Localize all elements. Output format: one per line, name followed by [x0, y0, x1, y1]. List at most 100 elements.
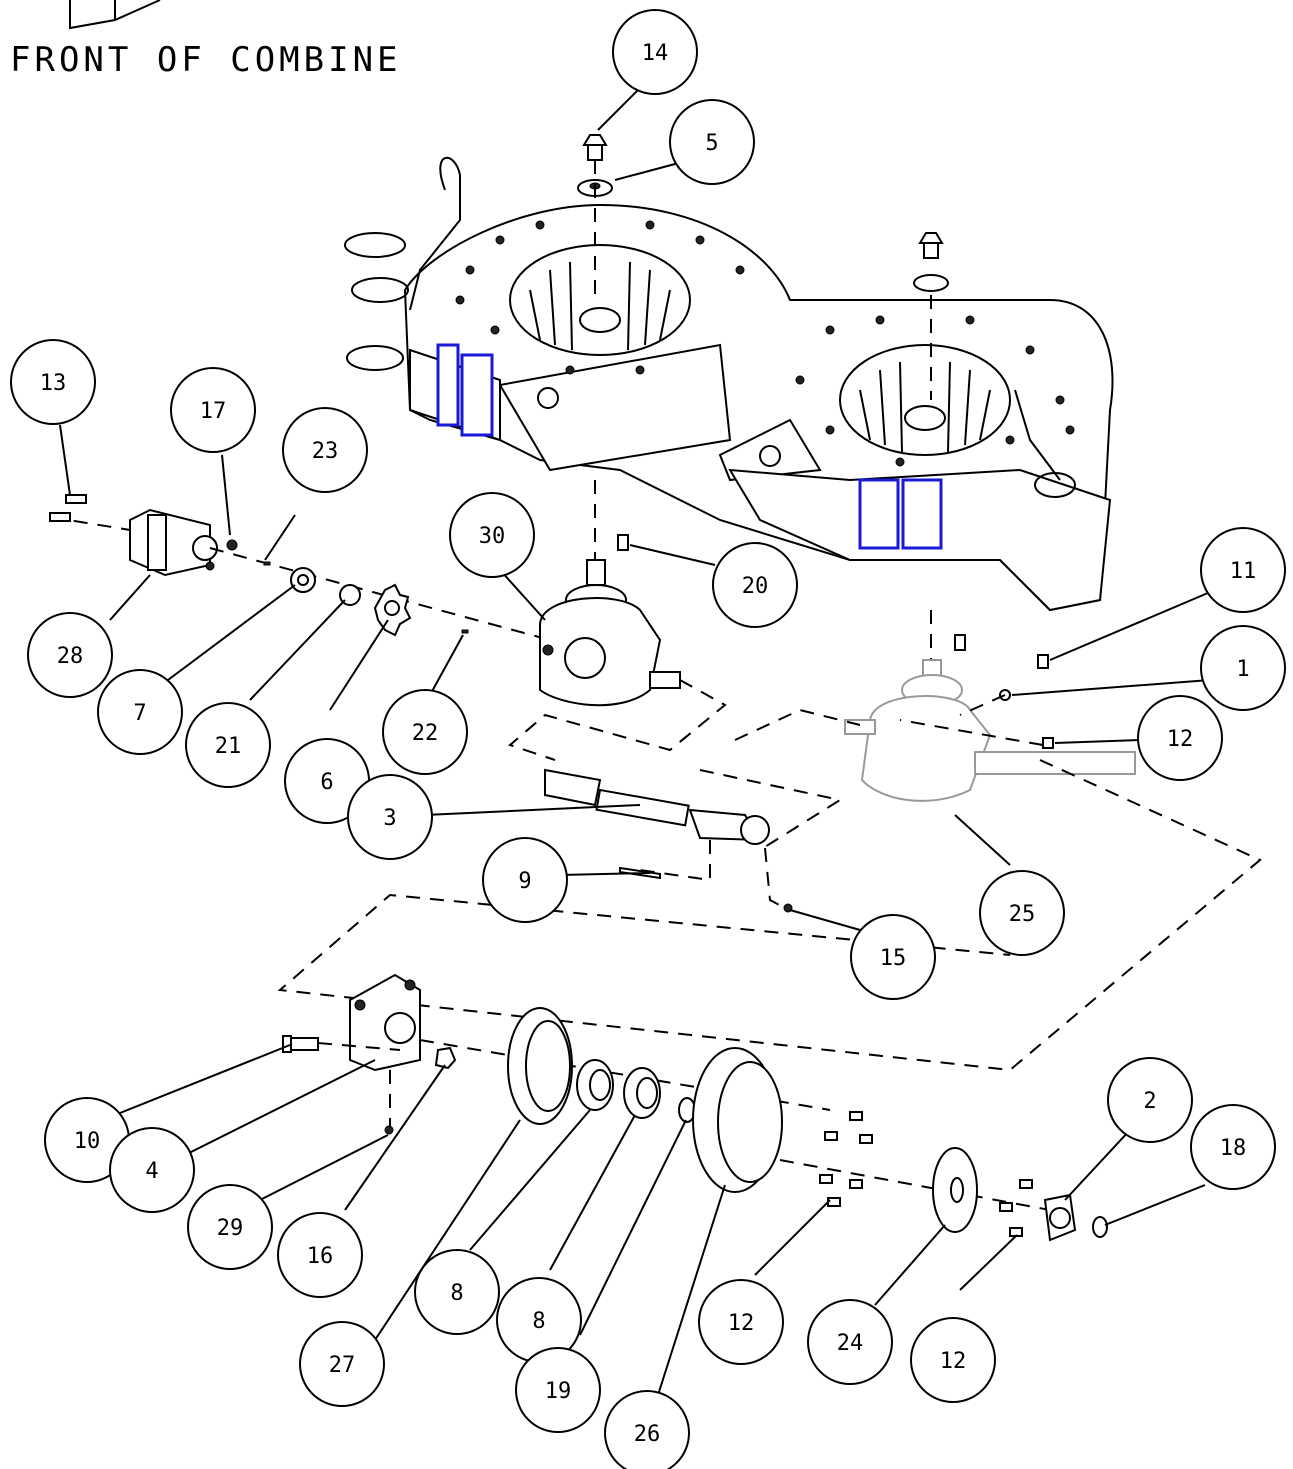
- top-bolt-left: [582, 134, 608, 161]
- callout-number: 19: [545, 1379, 572, 1404]
- callout-9: 9: [482, 837, 568, 923]
- bearing-flange-4: [349, 973, 421, 1072]
- hub-cap-2: [1043, 1193, 1077, 1242]
- callout-circle: [612, 9, 698, 95]
- callout-14: 14: [612, 9, 698, 95]
- rotor-blades-right: [859, 361, 991, 453]
- callout-circle: [1107, 1057, 1193, 1143]
- callout-circle: [277, 1212, 363, 1298]
- callout-circle: [10, 339, 96, 425]
- plate-24: [932, 1147, 978, 1233]
- callout-circle: [669, 99, 755, 185]
- callout-number: 9: [518, 869, 531, 894]
- callout-28: 28: [27, 612, 113, 698]
- rotor-blades-left: [529, 261, 671, 351]
- callout-circle: [1190, 1104, 1276, 1190]
- callout-number: 20: [742, 574, 769, 599]
- callout-4: 4: [109, 1127, 195, 1213]
- callout-number: 12: [1167, 727, 1194, 752]
- callout-7: 7: [97, 669, 183, 755]
- callout-circle: [382, 689, 468, 775]
- pulley-26: [692, 1047, 783, 1193]
- front-of-combine-label: FRONT OF COMBINE: [10, 40, 402, 80]
- callout-circle: [97, 669, 183, 755]
- callout-bubbles: 1451317233020111122872162232591510429162…: [10, 9, 1286, 1469]
- callout-13: 13: [10, 339, 96, 425]
- callout-23: 23: [282, 407, 368, 493]
- callout-circle: [185, 702, 271, 788]
- callout-number: 26: [634, 1422, 661, 1447]
- callout-number: 7: [133, 701, 146, 726]
- bolt-10: [282, 1035, 319, 1053]
- housing-bolts: [455, 220, 1075, 467]
- callout-number: 6: [320, 770, 333, 795]
- callout-number: 12: [728, 1311, 755, 1336]
- callout-circle: [979, 870, 1065, 956]
- callout-circle: [187, 1184, 273, 1270]
- callout-circle: [27, 612, 113, 698]
- logo-badge-left: [537, 387, 559, 409]
- bearing-8-b: [623, 1067, 661, 1119]
- leader-lines: [59, 87, 1216, 1396]
- callout-circle: [282, 407, 368, 493]
- callout-21: 21: [185, 702, 271, 788]
- callout-number: 2: [1143, 1089, 1156, 1114]
- callout-number: 29: [217, 1216, 244, 1241]
- snap-ring-18: [1092, 1216, 1108, 1238]
- drive-sprocket: [373, 583, 412, 637]
- key-23: [263, 561, 271, 566]
- callout-17: 17: [170, 367, 256, 453]
- callout-10: 10: [44, 1097, 130, 1183]
- front-shield-left: [498, 343, 732, 472]
- callout-11: 11: [1200, 527, 1286, 613]
- callout-circle: [604, 1390, 690, 1469]
- callout-25: 25: [979, 870, 1065, 956]
- callout-24: 24: [807, 1299, 893, 1385]
- callout-3: 3: [347, 774, 433, 860]
- safety-decals-left: [436, 343, 494, 437]
- callout-circle: [807, 1299, 893, 1385]
- coupler-hub: [290, 567, 316, 593]
- pump-bolt: [49, 494, 87, 522]
- callout-8: 8: [414, 1249, 500, 1335]
- callout-29: 29: [187, 1184, 273, 1270]
- callout-circle: [515, 1347, 601, 1433]
- callout-12: 12: [910, 1317, 996, 1403]
- callout-circle: [347, 774, 433, 860]
- callout-circle: [482, 837, 568, 923]
- bolts-12-right: [999, 1179, 1033, 1237]
- callout-30: 30: [449, 492, 535, 578]
- callout-circle: [299, 1321, 385, 1407]
- callout-circle: [1200, 625, 1286, 711]
- callout-circle: [449, 492, 535, 578]
- callout-number: 4: [145, 1159, 158, 1184]
- callout-circle: [414, 1249, 500, 1335]
- callout-5: 5: [669, 99, 755, 185]
- callout-number: 10: [74, 1129, 101, 1154]
- key-gearbox-right: [954, 634, 966, 651]
- gearbox-left: [539, 559, 681, 707]
- orientation-cube-icon: [69, 0, 161, 30]
- callout-circle: [170, 367, 256, 453]
- callout-number: 3: [383, 806, 396, 831]
- callout-number: 13: [40, 371, 67, 396]
- callout-number: 28: [57, 644, 84, 669]
- callout-circle: [850, 914, 936, 1000]
- callout-number: 24: [837, 1331, 864, 1356]
- callout-15: 15: [850, 914, 936, 1000]
- callout-number: 21: [215, 734, 242, 759]
- callout-19: 19: [515, 1347, 601, 1433]
- callout-2: 2: [1107, 1057, 1193, 1143]
- callout-18: 18: [1190, 1104, 1276, 1190]
- bearing-housing-27: [507, 1007, 573, 1125]
- bolts-12-group: [819, 1111, 873, 1207]
- top-bolt-right: [918, 232, 944, 259]
- gearbox-right: [844, 659, 1136, 802]
- callout-number: 30: [479, 524, 506, 549]
- callout-circle: [712, 542, 798, 628]
- bolt-12-top: [1042, 737, 1054, 749]
- callout-circle: [109, 1127, 195, 1213]
- callout-1: 1: [1200, 625, 1286, 711]
- bolt-11: [1037, 654, 1049, 669]
